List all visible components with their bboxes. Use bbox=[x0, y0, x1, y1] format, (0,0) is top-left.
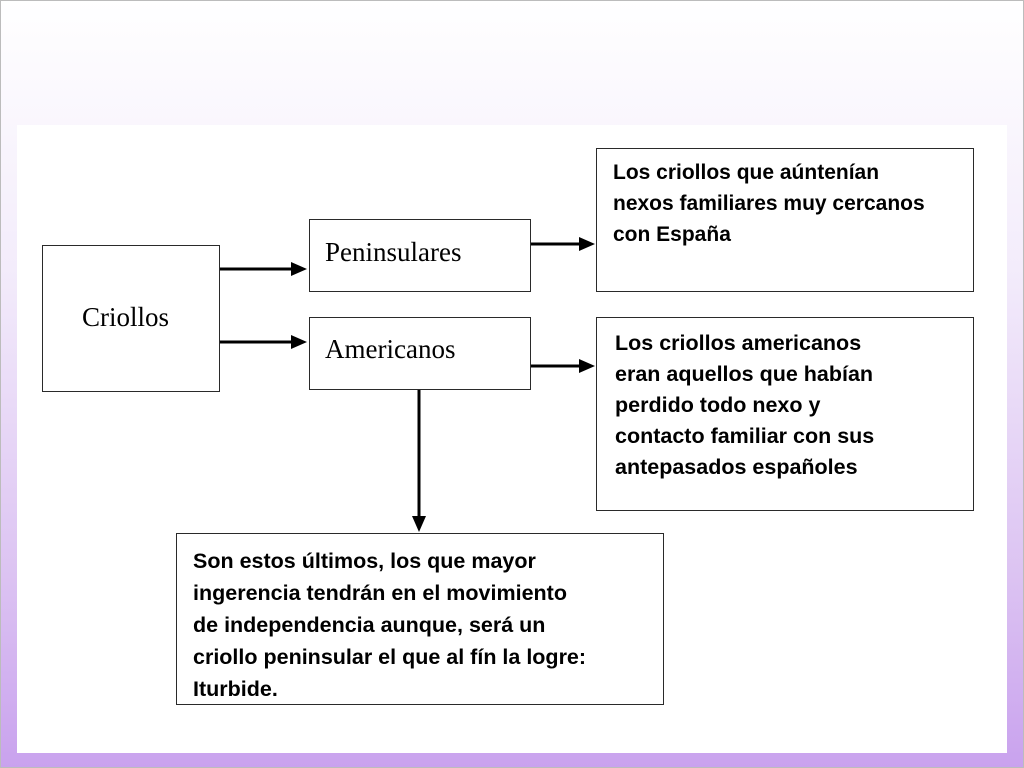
note-americanos: Los criollos americanos eran aquellos qu… bbox=[596, 317, 974, 511]
node-americanos-label: Americanos bbox=[325, 334, 456, 364]
node-criollos-label: Criollos bbox=[82, 302, 170, 332]
node-peninsulares-label: Peninsulares bbox=[325, 237, 462, 267]
note-americanos-text: Los criollos americanos eran aquellos qu… bbox=[615, 331, 875, 479]
note-peninsulares: Los criollos que aúntenían nexos familia… bbox=[596, 148, 974, 292]
note-conclusion: Son estos últimos, los que mayor ingeren… bbox=[176, 533, 664, 705]
note-conclusion-text: Son estos últimos, los que mayor ingeren… bbox=[193, 549, 587, 701]
node-peninsulares: Peninsulares bbox=[309, 219, 531, 292]
node-criollos: Criollos bbox=[42, 245, 220, 392]
node-americanos: Americanos bbox=[309, 317, 531, 390]
note-peninsulares-text: Los criollos que aúntenían nexos familia… bbox=[613, 161, 925, 246]
